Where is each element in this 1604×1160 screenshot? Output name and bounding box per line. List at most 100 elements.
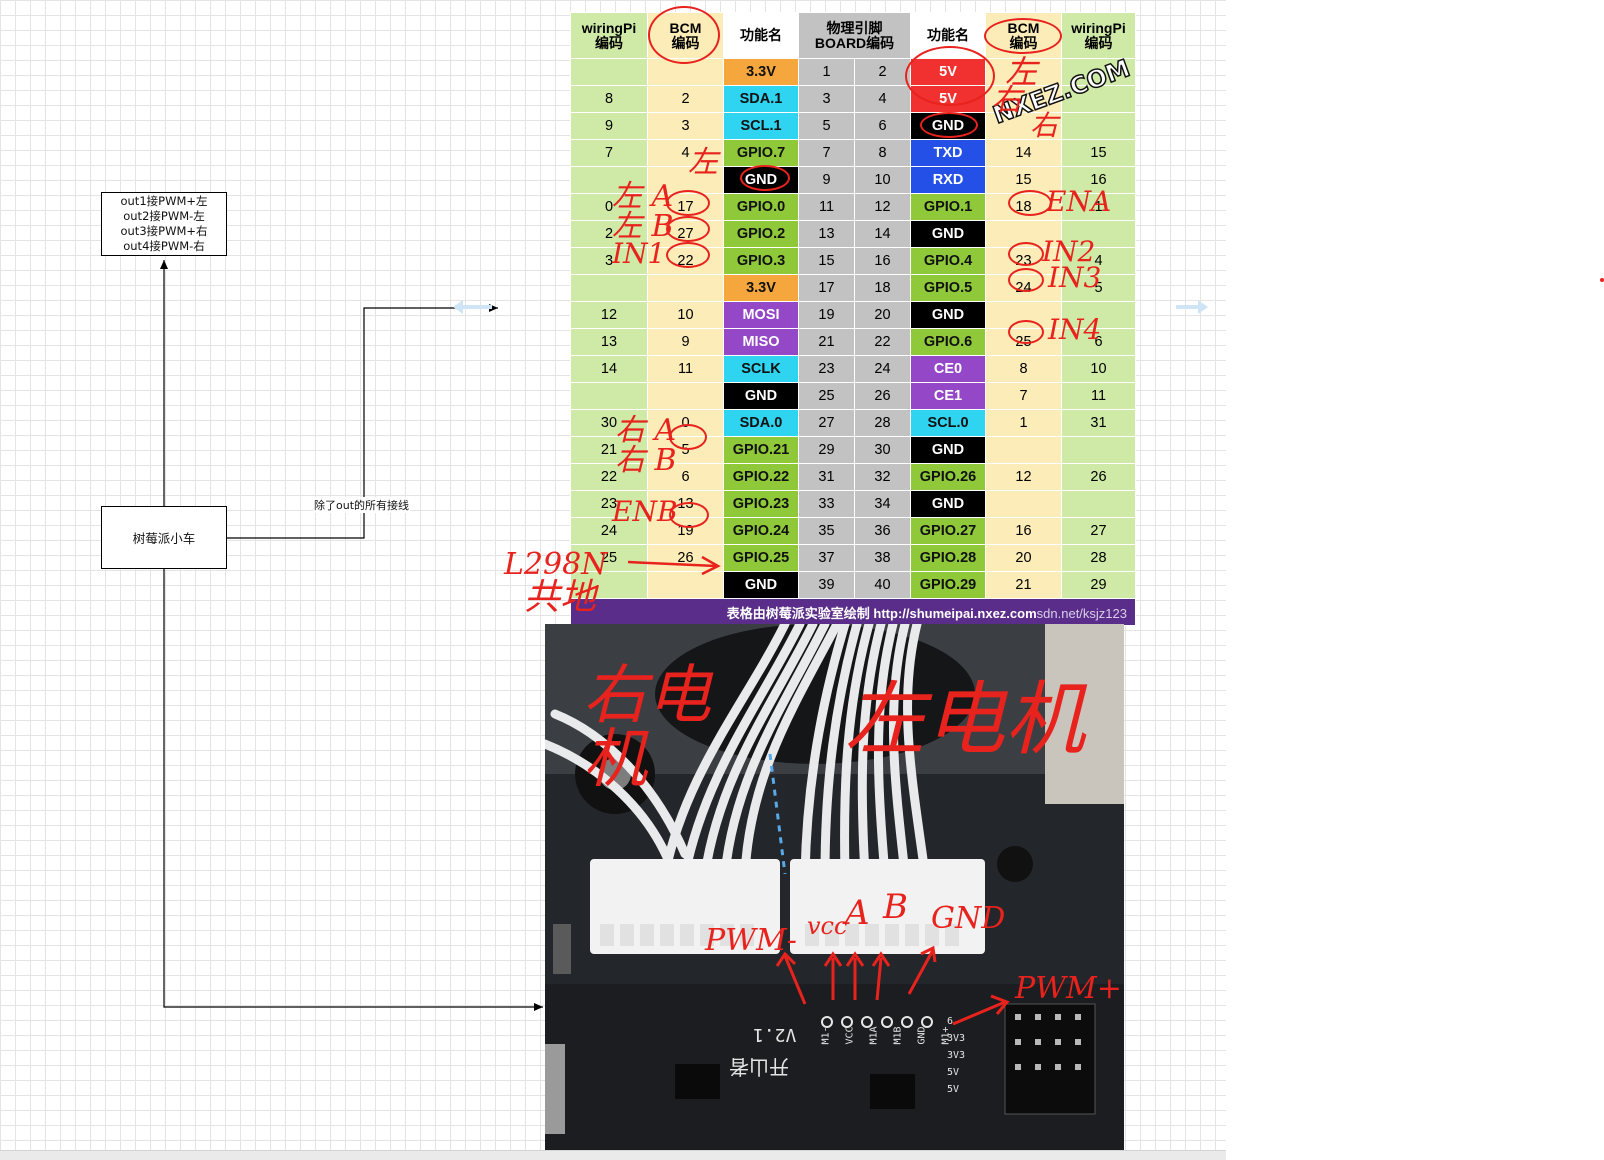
cell-function-left: GPIO.2 <box>723 220 799 248</box>
edge-car-to-pin-table[interactable] <box>227 304 498 539</box>
cell-function-left: GPIO.23 <box>723 490 799 518</box>
anno-a: A <box>845 893 870 933</box>
cell-bcm-right: 12 <box>985 463 1062 491</box>
cell-board-pin-left: 7 <box>798 139 855 167</box>
cell-wiringpi-right <box>1061 301 1136 329</box>
cell-wiringpi-left: 23 <box>570 490 648 518</box>
cell-function-left: MOSI <box>723 301 799 329</box>
anno-in2: IN2 <box>1042 235 1096 268</box>
wire-bundle <box>545 624 930 879</box>
cell-board-pin-left: 23 <box>798 355 855 383</box>
bcm-5-circle <box>669 424 707 450</box>
cell-function-left: GPIO.22 <box>723 463 799 491</box>
cell-board-pin-left: 37 <box>798 544 855 572</box>
cell-function-right: GPIO.4 <box>910 247 986 275</box>
header-wiringpi-right: wiringPi 编码 <box>1061 12 1136 59</box>
gnd-pin6-circle <box>920 112 978 138</box>
cell-board-pin-right: 16 <box>854 247 911 275</box>
cell-bcm-left: 10 <box>647 301 724 329</box>
anno-enb: ENB <box>612 495 678 528</box>
cell-bcm-right <box>985 58 1062 86</box>
cell-board-pin-left: 25 <box>798 382 855 410</box>
cell-wiringpi-left <box>570 274 648 302</box>
cell-wiringpi-right: 5 <box>1061 274 1136 302</box>
cell-board-pin-right: 26 <box>854 382 911 410</box>
anno-in3: IN3 <box>1048 261 1102 294</box>
anno-right-motor: 右电机 <box>583 659 711 797</box>
cell-function-left: 3.3V <box>723 274 799 302</box>
cell-function-right: SCL.0 <box>910 409 986 437</box>
cell-bcm-right: 7 <box>985 382 1062 410</box>
header-function-left: 功能名 <box>723 12 799 59</box>
cell-board-pin-right: 20 <box>854 301 911 329</box>
cell-function-left: SDA.0 <box>723 409 799 437</box>
pcb-right-label-1: 6 <box>947 1016 954 1027</box>
cell-wiringpi-right: 16 <box>1061 166 1136 194</box>
cell-wiringpi-left: 12 <box>570 301 648 329</box>
pcb-right-label-2: 3V3 <box>947 1033 966 1044</box>
out-line-2: out2接PWM-左 <box>123 209 205 223</box>
cell-board-pin-right: 22 <box>854 328 911 356</box>
pcb-right-label-4: 5V <box>947 1067 960 1078</box>
anno-common-ground: 共地 <box>524 577 597 618</box>
cell-board-pin-left: 19 <box>798 301 855 329</box>
cell-board-pin-right: 14 <box>854 220 911 248</box>
cell-function-left: GPIO.21 <box>723 436 799 464</box>
cell-wiringpi-right: 27 <box>1061 517 1136 545</box>
bcm-25-circle <box>1008 320 1044 344</box>
cell-bcm-right <box>985 436 1062 464</box>
cell-bcm-right: 15 <box>985 166 1062 194</box>
cell-bcm-left <box>647 274 724 302</box>
cell-wiringpi-left <box>570 382 648 410</box>
cell-board-pin-left: 13 <box>798 220 855 248</box>
pcb-right-labels: 6 3V3 3V3 5V 5V <box>947 1016 965 1095</box>
cell-board-pin-right: 18 <box>854 274 911 302</box>
anno-pwm-plus: PWM+ <box>1015 971 1122 1006</box>
cell-bcm-right: 1 <box>985 409 1062 437</box>
cell-board-pin-left: 17 <box>798 274 855 302</box>
cell-function-left: GPIO.0 <box>723 193 799 221</box>
cell-board-pin-left: 21 <box>798 328 855 356</box>
out-wiring-box[interactable]: out1接PWM+左 out2接PWM-左 out3接PWM+右 out4接PW… <box>101 192 227 256</box>
cell-board-pin-right: 34 <box>854 490 911 518</box>
raspberry-car-box[interactable]: 树莓派小车 <box>101 506 227 569</box>
bcm-23-circle <box>1008 242 1044 266</box>
bcm-24-circle <box>1008 268 1044 292</box>
cell-function-right: GND <box>910 490 986 518</box>
cell-bcm-right <box>985 112 1062 140</box>
cell-wiringpi-left: 8 <box>570 85 648 113</box>
edge-car-to-board-photo[interactable] <box>163 569 543 1011</box>
cell-function-left: GPIO.24 <box>723 517 799 545</box>
cell-function-right: GND <box>910 301 986 329</box>
cell-wiringpi-right: 6 <box>1061 328 1136 356</box>
cell-bcm-left <box>647 382 724 410</box>
cell-bcm-right: 8 <box>985 355 1062 383</box>
cell-board-pin-left: 27 <box>798 409 855 437</box>
cell-wiringpi-left: 14 <box>570 355 648 383</box>
anno-vcc: vcc <box>807 912 848 940</box>
horizontal-scrollbar[interactable] <box>0 1150 1226 1160</box>
cell-board-pin-right: 40 <box>854 571 911 599</box>
photo-arrow-layer <box>775 945 1010 1026</box>
cell-board-pin-left: 15 <box>798 247 855 275</box>
anno-ena: ENA <box>1046 185 1112 218</box>
out-line-4: out4接PWM-右 <box>123 239 205 253</box>
cell-bcm-left: 9 <box>647 328 724 356</box>
anno-in4: IN4 <box>1048 313 1102 346</box>
cell-function-right: GPIO.26 <box>910 463 986 491</box>
car-box-label: 树莓派小车 <box>132 531 196 546</box>
bcm-17-circle <box>666 190 710 216</box>
cell-function-left: SDA.1 <box>723 85 799 113</box>
cell-board-pin-left: 33 <box>798 490 855 518</box>
cell-function-right: GPIO.27 <box>910 517 986 545</box>
cell-wiringpi-left <box>570 571 648 599</box>
chip-left <box>675 1064 720 1099</box>
anno-pwm-minus: PWM- <box>705 923 797 958</box>
pin-header-block <box>1004 1003 1096 1115</box>
header-wiringpi-left: wiringPi 编码 <box>570 12 648 59</box>
edge-label: 除了out的所有接线 <box>313 497 411 513</box>
cell-board-pin-right: 6 <box>854 112 911 140</box>
